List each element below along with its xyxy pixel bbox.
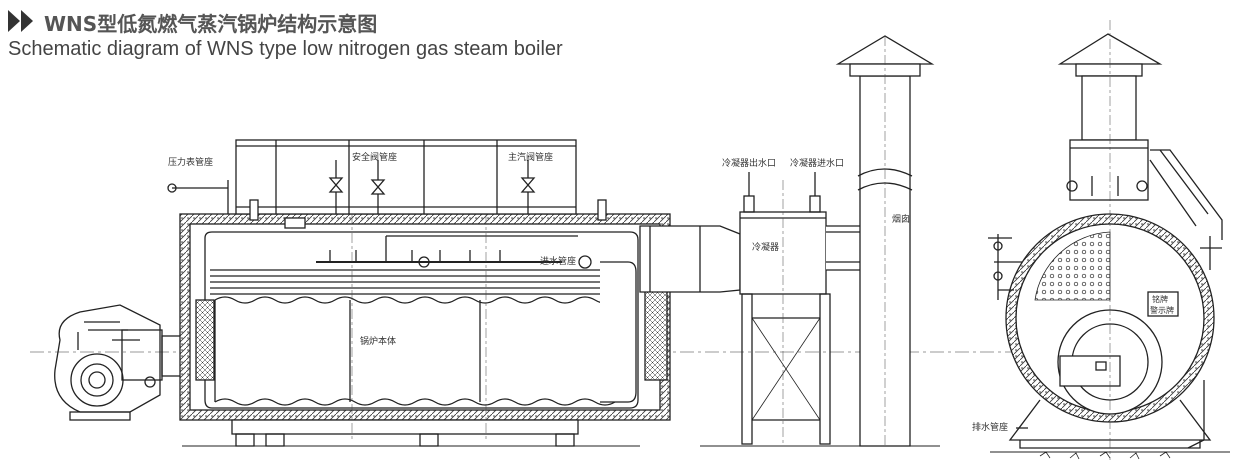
diagram-title: WNS型低氮燃气蒸汽锅炉结构示意图 xyxy=(44,12,378,36)
label-chimney: 烟囱 xyxy=(892,213,910,225)
label-main-steam-valve-seat: 主汽阀管座 xyxy=(508,151,553,163)
label-drain-seat: 排水管座 xyxy=(972,421,1008,433)
diagram-subtitle: Schematic diagram of WNS type low nitrog… xyxy=(8,38,563,60)
label-condenser: 冷凝器 xyxy=(752,241,779,253)
label-nameplate-2: 警示牌 xyxy=(1150,305,1174,315)
label-nameplate-1: 铭牌 xyxy=(1152,294,1168,304)
label-pressure-gauge-seat: 压力表管座 xyxy=(168,156,213,168)
label-condenser-outlet: 冷凝器出水口 xyxy=(722,157,776,169)
double-arrow-icon xyxy=(8,10,33,32)
labels: 压力表管座 安全阀管座 主汽阀管座 冷凝器出水口 冷凝器进水口 烟囱 冷凝器 进… xyxy=(168,151,1174,433)
boiler-side-view xyxy=(988,20,1230,460)
boiler-body xyxy=(167,139,671,447)
label-condenser-inlet: 冷凝器进水口 xyxy=(790,157,844,169)
label-boiler-body: 锅炉本体 xyxy=(360,335,396,347)
label-water-inlet-seat: 进水管座 xyxy=(540,255,576,267)
condenser-and-chimney xyxy=(639,35,940,447)
label-safety-valve-seat: 安全阀管座 xyxy=(352,151,397,163)
